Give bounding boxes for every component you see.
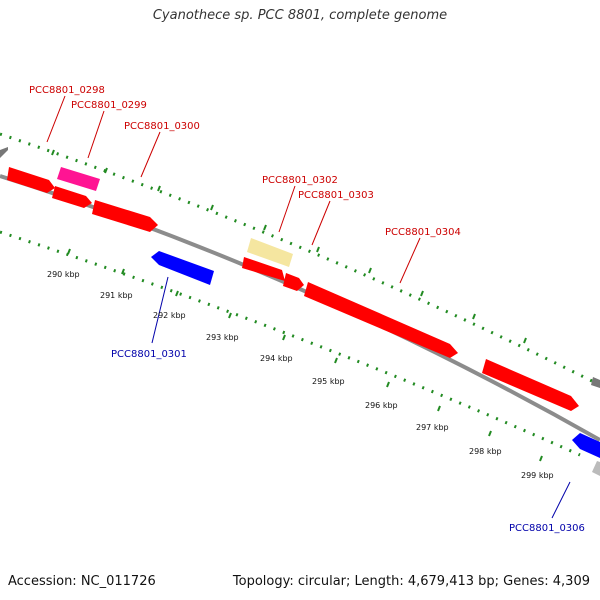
- topology-text: Topology: circular; Length: 4,679,413 bp…: [232, 574, 590, 589]
- reverse-genes: [151, 251, 600, 476]
- inner-tick-ring: [0, 230, 581, 457]
- gene-arrow[interactable]: [283, 273, 304, 291]
- scale-major-ticks: [67, 248, 543, 462]
- gene-label[interactable]: PCC8801_0306: [509, 523, 585, 534]
- accession-text: Accession: NC_011726: [8, 574, 156, 589]
- gene-arrow[interactable]: [482, 359, 579, 411]
- scale-label: 294 kbp: [260, 354, 293, 363]
- scale-label: 290 kbp: [47, 270, 80, 279]
- map-title: Cyanothece sp. PCC 8801, complete genome: [152, 8, 448, 23]
- gene-arrow[interactable]: [304, 282, 458, 358]
- gene-label[interactable]: PCC8801_0299: [71, 100, 147, 111]
- gene-arrow[interactable]: [592, 461, 600, 476]
- scale-label: 293 kbp: [206, 333, 239, 342]
- scale-labels: 290 kbp 291 kbp 292 kbp 293 kbp 294 kbp …: [47, 270, 554, 480]
- gene-labels: PCC8801_0298 PCC8801_0299 PCC8801_0300 P…: [29, 85, 585, 534]
- outer-tick-ring: [0, 132, 600, 387]
- gene-label[interactable]: PCC8801_0303: [298, 190, 374, 201]
- gene-label[interactable]: PCC8801_0302: [262, 175, 338, 186]
- gene-label[interactable]: PCC8801_0301: [111, 349, 187, 360]
- gene-label[interactable]: PCC8801_0304: [385, 227, 461, 238]
- gene-label[interactable]: PCC8801_0298: [29, 85, 105, 96]
- gene-highlight-0302[interactable]: [247, 238, 293, 267]
- gene-arrow[interactable]: [151, 251, 214, 285]
- gene-label[interactable]: PCC8801_0300: [124, 121, 200, 132]
- gene-highlight-0299[interactable]: [57, 167, 100, 191]
- gene-arrow[interactable]: [591, 377, 600, 388]
- scale-label: 298 kbp: [469, 447, 502, 456]
- forward-genes: [0, 147, 600, 411]
- scale-label: 299 kbp: [521, 471, 554, 480]
- outer-major-ticks: [51, 149, 527, 344]
- scale-label: 297 kbp: [416, 423, 449, 432]
- scale-label: 295 kbp: [312, 377, 345, 386]
- gene-arrow[interactable]: [0, 147, 8, 158]
- scale-label: 292 kbp: [153, 311, 186, 320]
- scale-label: 296 kbp: [365, 401, 398, 410]
- gene-arrow[interactable]: [242, 257, 285, 281]
- label-leaders: [46, 95, 571, 519]
- gene-arrow[interactable]: [52, 186, 92, 208]
- gene-arrow[interactable]: [7, 167, 55, 193]
- gene-arrow[interactable]: [572, 433, 600, 458]
- gene-arrow[interactable]: [92, 200, 158, 232]
- genome-backbone: [0, 174, 600, 442]
- scale-label: 291 kbp: [100, 291, 133, 300]
